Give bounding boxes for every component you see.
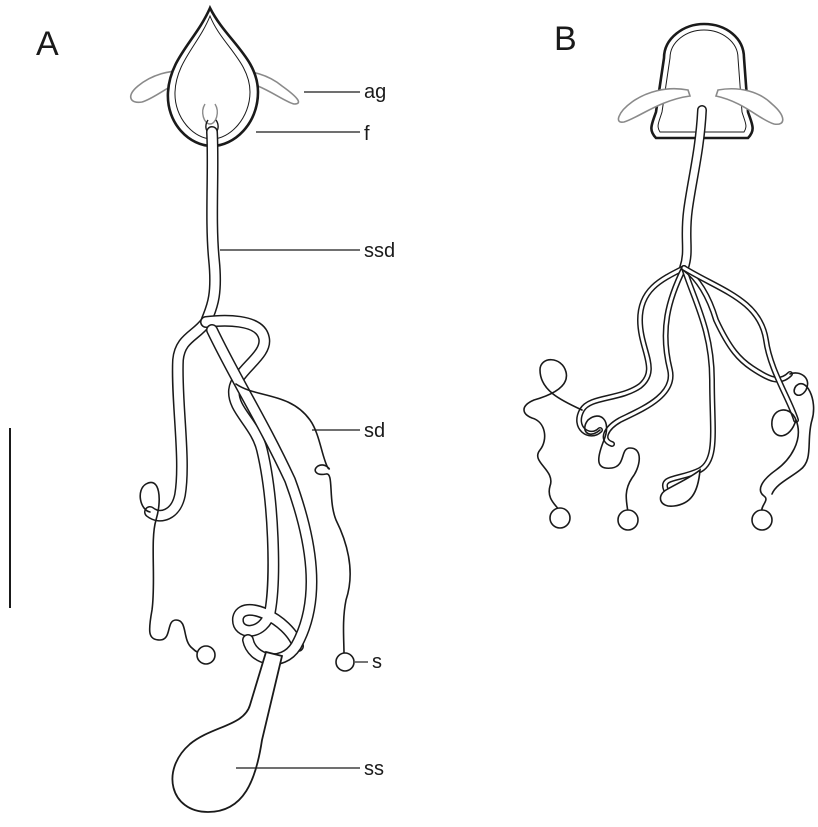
label-ssd: ssd — [364, 240, 395, 262]
branching-ducts-b — [579, 268, 796, 490]
genital-chamber-a — [168, 8, 258, 146]
sperm-head-b-2 — [618, 510, 638, 530]
panel-b-diagram — [524, 24, 814, 530]
spermatheca-a — [172, 652, 282, 812]
sperm-duct-b-2 — [585, 416, 639, 512]
sperm-duct-b-3 — [760, 410, 798, 512]
spermathecal-duct-a — [150, 132, 311, 659]
panel-a-diagram: ag f ssd sd s ss — [131, 8, 395, 812]
label-sd: sd — [364, 420, 385, 442]
sperm-duct-b-1 — [524, 360, 582, 512]
panel-label-b: B — [554, 20, 577, 58]
label-ag: ag — [364, 81, 386, 103]
sperm-duct-b-4 — [772, 373, 814, 494]
sperm-head-b-1 — [550, 508, 570, 528]
panel-label-a: A — [36, 25, 59, 63]
sperm-head-a-left — [197, 646, 215, 664]
label-s: s — [372, 651, 382, 673]
label-f: f — [364, 123, 370, 145]
label-ss: ss — [364, 758, 384, 780]
sperm-head-b-3 — [752, 510, 772, 530]
sperm-head-a-right — [336, 653, 354, 671]
